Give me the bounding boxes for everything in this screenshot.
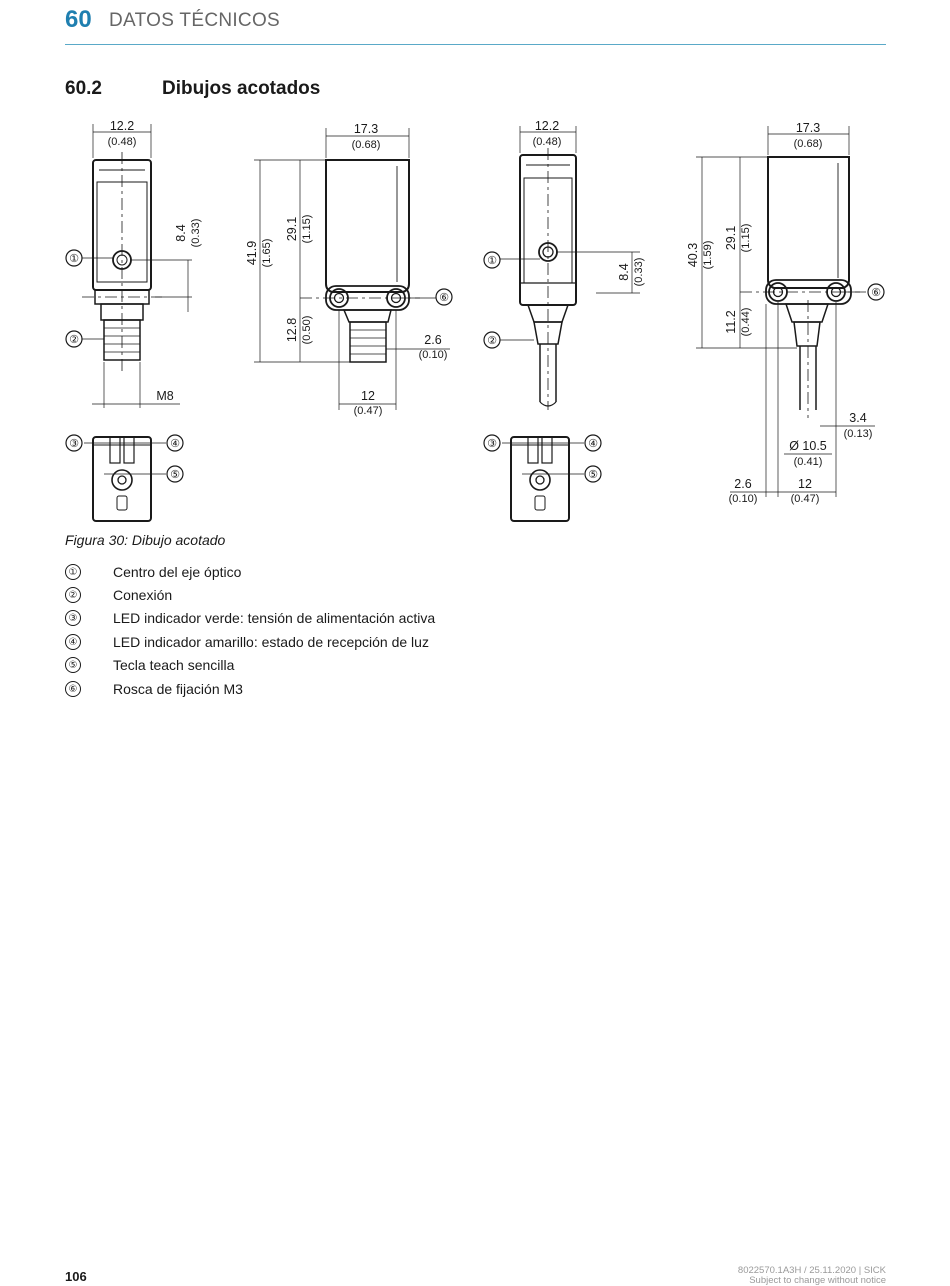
dim-width-in: (0.68) [794, 138, 823, 150]
dim-height: 40.3 [686, 243, 700, 267]
dim-width: 12.2 [110, 119, 134, 133]
callout-3-bottom-1: ③ [69, 438, 79, 450]
bottom-view-1 [84, 436, 166, 522]
legend-marker: ⑥ [65, 680, 81, 697]
callout-4-bottom-3: ④ [588, 438, 598, 450]
callout-2-view-1: ② [69, 334, 79, 346]
dim-hole: 12 [798, 477, 812, 491]
dim-offset: 2.6 [424, 333, 441, 347]
dim-hole: 12 [361, 389, 375, 403]
dimensional-drawing: ① ② ⑥ ① ② ⑥ ③ ④ ⑤ ③ ④ ⑤ 12.2 (0.48) 8.4 … [65, 119, 885, 522]
legend-marker: ② [65, 587, 81, 604]
dim-axis-in: (0.33) [633, 258, 645, 287]
dim-offset-in: (0.10) [729, 493, 758, 505]
legend-marker: ③ [65, 610, 81, 627]
legend-text: LED indicador amarillo: estado de recepc… [113, 633, 429, 650]
dim-cable-in: (0.13) [844, 428, 873, 440]
view-2-side-connector [254, 128, 450, 410]
dim-axis-in: (0.33) [190, 219, 202, 248]
dim-width-in: (0.48) [108, 136, 137, 148]
section-title: Dibujos acotados [162, 78, 321, 99]
dim-offset-in: (0.10) [419, 349, 448, 361]
bottom-view-3 [502, 436, 584, 522]
legend-item: ⑥ Rosca de fijación M3 [65, 677, 435, 700]
legend-item: ⑤ Tecla teach sencilla [65, 654, 435, 677]
dim-diameter-in: (0.41) [794, 456, 823, 468]
callout-4-bottom-1: ④ [170, 438, 180, 450]
dim-upper: 29.1 [285, 217, 299, 241]
legend-text: LED indicador verde: tensión de alimenta… [113, 610, 436, 627]
chapter-title: DATOS TÉCNICOS [109, 10, 281, 31]
dim-height-in: (1.59) [702, 241, 714, 270]
callout-3-bottom-3: ③ [487, 438, 497, 450]
dim-width: 17.3 [354, 122, 378, 136]
callout-5-bottom-3: ⑤ [588, 469, 598, 481]
dim-offset: 2.6 [734, 477, 751, 491]
dim-height: 41.9 [245, 241, 259, 265]
view-4-side-cable [696, 126, 875, 497]
callout-6-view-4: ⑥ [871, 287, 881, 299]
legend-item: ④ LED indicador amarillo: estado de recep… [65, 630, 435, 653]
dim-hole-in: (0.47) [791, 493, 820, 505]
dim-upper: 29.1 [724, 226, 738, 250]
dim-hole-in: (0.47) [354, 405, 383, 417]
legend-text: Rosca de fijación M3 [113, 680, 243, 697]
callout-5-bottom-1: ⑤ [170, 469, 180, 481]
legend-item: ① Centro del eje óptico [65, 560, 435, 583]
dim-diameter: Ø 10.5 [789, 439, 827, 453]
dim-lower-in: (0.44) [740, 308, 752, 337]
dim-cable: 3.4 [849, 411, 866, 425]
dim-axis: 8.4 [174, 224, 188, 241]
legend-marker: ④ [65, 633, 81, 650]
dim-lower: 11.2 [724, 310, 738, 333]
section-number: 60.2 [65, 78, 102, 99]
dim-width: 12.2 [535, 119, 559, 133]
page-header: 60 DATOS TÉCNICOS [65, 4, 886, 45]
change-notice: Subject to change without notice [749, 1275, 886, 1286]
dim-axis: 8.4 [617, 263, 631, 280]
callout-1-view-1: ① [69, 253, 79, 265]
callout-2-view-3: ② [487, 335, 497, 347]
legend-item: ② Conexión [65, 583, 435, 606]
legend-item: ③ LED indicador verde: tensión de aliment… [65, 607, 435, 630]
footer-info: 8022570.1A3H / 25.11.2020 | SICK Subject… [738, 1266, 886, 1286]
callout-1-view-3: ① [487, 255, 497, 267]
chapter-number: 60 [65, 6, 92, 33]
page-number: 106 [65, 1269, 87, 1284]
doc-info: 8022570.1A3H / 25.11.2020 | SICK [737, 1265, 886, 1276]
dim-width-in: (0.48) [533, 136, 562, 148]
dim-lower-in: (0.50) [301, 316, 313, 345]
callout-6-view-2: ⑥ [439, 292, 449, 304]
legend-text: Conexión [113, 587, 173, 604]
dim-width-in: (0.68) [352, 139, 381, 151]
dim-height-in: (1.65) [261, 239, 273, 268]
legend-marker: ① [65, 563, 81, 580]
legend-marker: ⑤ [65, 657, 81, 674]
legend-list: ① Centro del eje óptico ② Conexión ③ LED in… [65, 560, 435, 700]
figure-caption: Figura 30: Dibujo acotado [65, 532, 226, 548]
dim-upper-in: (1.15) [301, 215, 313, 244]
dim-width: 17.3 [796, 121, 820, 135]
dim-thread: M8 [156, 389, 173, 403]
legend-text: Tecla teach sencilla [113, 657, 235, 674]
view-1-front-connector [82, 124, 192, 408]
view-3-front-cable [500, 126, 640, 410]
dim-lower: 12.8 [285, 318, 299, 342]
legend-text: Centro del eje óptico [113, 563, 242, 580]
dim-upper-in: (1.15) [740, 224, 752, 253]
